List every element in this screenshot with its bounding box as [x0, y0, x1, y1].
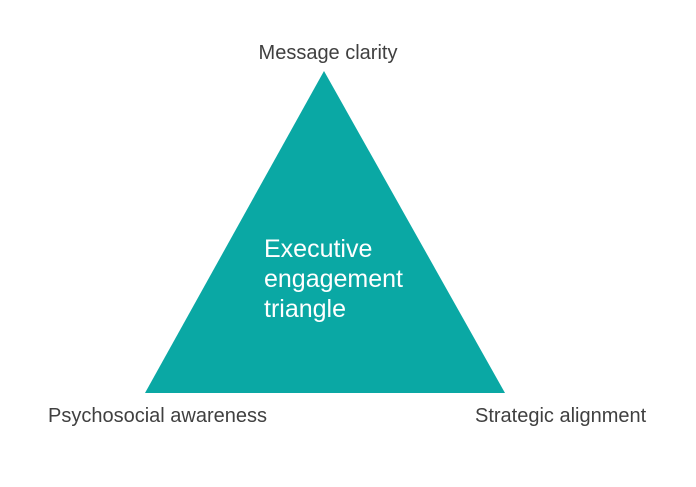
- triangle-polygon: [145, 71, 505, 393]
- vertex-label-bottom-right: Strategic alignment: [475, 405, 647, 427]
- vertex-label-bottom-left: Psychosocial awareness: [48, 405, 267, 427]
- triangle-center-label: Executive engagement triangle: [264, 235, 404, 323]
- vertex-label-top: Message clarity: [258, 42, 398, 64]
